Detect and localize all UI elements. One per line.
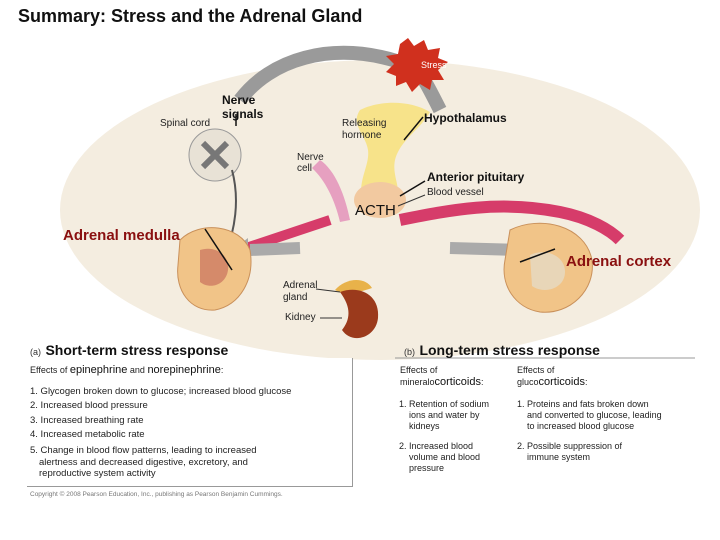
list-line: 2. Increased blood	[399, 441, 474, 451]
blood-vessel-leader	[397, 194, 426, 207]
adrenal-cortex-label: Adrenal cortex	[566, 253, 672, 270]
panel-b-col1-heading: Effects of mineralocorticoids:	[400, 364, 484, 388]
panel-a-heading: (a) Short-term stress response	[30, 342, 228, 360]
list-item: alertness and decreased digestive, excre…	[39, 456, 248, 468]
col1-head-line-1: Effects of	[400, 365, 438, 375]
anterior-pituitary-label: Anterior pituitary	[427, 170, 525, 184]
list-line: to increased blood glucose	[527, 421, 635, 431]
arrow-to-medulla	[249, 242, 301, 256]
spinal-cord-grey-matter	[200, 140, 230, 170]
col2-head-colon: :	[584, 377, 588, 387]
panel-a-box	[27, 358, 353, 487]
list-item: reproductive system activity	[39, 468, 156, 480]
effects-pre: Effects of	[30, 365, 68, 375]
blood-vessel-shape	[398, 200, 625, 245]
list-line: immune system	[527, 452, 591, 462]
nerve-cell-shape	[312, 160, 350, 222]
nerve-cell-label: Nerve cell	[297, 152, 324, 174]
panel-b-col1-list: 1. Retention of sodium ions and water by…	[399, 399, 517, 483]
col2-head-corticoids: corticoids	[538, 376, 585, 388]
panel-a-list: 1. Glycogen broken down to glucose; incr…	[30, 385, 360, 480]
panel-b-title: Long-term stress response	[419, 342, 600, 358]
releasing-hormone-line-2: hormone	[342, 130, 382, 141]
col2-head-prefix: gluco	[517, 377, 539, 387]
nerve-signals-label: Nerve signals	[222, 93, 263, 121]
list-line: 1. Retention of sodium	[399, 399, 490, 409]
hypothalamus-leader	[403, 116, 424, 141]
list-item: 4. Increased metabolic rate	[30, 429, 145, 441]
list-item: 1. Proteins and fats broken down and con…	[517, 399, 697, 432]
panel-b-col2-heading: Effects of glucocorticoids:	[517, 364, 588, 388]
list-line: 1. Proteins and fats broken down	[517, 399, 649, 409]
stress-burst	[386, 38, 448, 92]
nerve-signals-line-2: signals	[222, 107, 264, 121]
spinal-cord-label: Spinal cord	[160, 118, 211, 129]
nerve-cell-line-1: Nerve	[297, 152, 324, 163]
releasing-hormone-line-1: Releasing	[342, 118, 387, 129]
effects-and: and	[129, 365, 145, 375]
col1-head-line-2: mineralocorticoids:	[400, 376, 484, 388]
list-line: and converted to glucose, leading	[527, 410, 662, 420]
kidney-label: Kidney	[285, 312, 316, 323]
anterior-pituitary-leader	[399, 180, 426, 197]
list-line: pressure	[409, 463, 445, 473]
effects-epinephrine: epinephrine	[69, 364, 128, 376]
acth-label: ACTH	[355, 202, 396, 219]
col2-head-line-1: Effects of	[517, 365, 555, 375]
list-item: 3. Increased breathing rate	[30, 414, 144, 426]
panel-a-title: Short-term stress response	[45, 342, 229, 358]
effects-norepinephrine: norepinephrine	[147, 364, 221, 376]
effects-colon: :	[220, 365, 224, 375]
adrenal-gland-line-1: Adrenal	[283, 280, 318, 291]
copyright-text: Copyright © 2008 Pearson Education, Inc.…	[30, 491, 283, 498]
anterior-pituitary-shape	[354, 182, 406, 218]
stress-label: Stress	[421, 60, 447, 70]
medulla-core	[200, 248, 229, 286]
adrenal-cortex-leader	[519, 248, 556, 263]
panel-b-tag: (b)	[404, 347, 415, 357]
list-line: 2. Possible suppression of	[517, 441, 623, 451]
list-item: 2. Increased blood volume and blood pres…	[399, 441, 517, 474]
col1-head-corticoids: corticoids	[434, 376, 481, 388]
kidney-shape	[340, 289, 379, 339]
page-title: Summary: Stress and the Adrenal Gland	[18, 6, 363, 26]
list-item: 1. Glycogen broken down to glucose; incr…	[30, 386, 292, 397]
adrenal-gland-line-2: gland	[283, 292, 308, 303]
list-item: 5. Change in blood flow patterns, leadin…	[30, 444, 257, 456]
list-line: kidneys	[409, 421, 440, 431]
adrenal-medulla-leader	[204, 228, 233, 271]
blood-vessel-label: Blood vessel	[427, 187, 484, 198]
col1-head-prefix: mineralo	[400, 377, 435, 387]
cortex-core	[530, 252, 565, 290]
adrenal-gland-label: Adrenal gland	[283, 280, 317, 304]
list-item: 2. Possible suppression of immune system	[517, 441, 697, 463]
hypothalamus-shape	[356, 102, 430, 206]
stress-arrow-to-cord	[234, 45, 403, 105]
nerve-signals-line-1: Nerve	[222, 93, 256, 107]
panel-a-tag: (a)	[30, 347, 41, 357]
list-item: 1. Retention of sodium ions and water by…	[399, 399, 517, 432]
adrenal-gland-leader	[315, 288, 341, 293]
adrenal-gland-shape	[335, 279, 372, 294]
adrenal-medulla-label: Adrenal medulla	[63, 227, 180, 244]
releasing-hormone-label: Releasing hormone	[342, 118, 386, 142]
nerve-cell-line-2: cell	[297, 163, 313, 174]
list-item: 2. Increased blood pressure	[30, 400, 148, 412]
hypothalamus-label: Hypothalamus	[424, 111, 507, 125]
list-line: ions and water by	[409, 410, 480, 420]
col1-head-colon: :	[480, 377, 484, 387]
list-line: volume and blood	[409, 452, 481, 462]
col2-head-line-2: glucocorticoids:	[517, 376, 588, 388]
panel-b-heading: (b) Long-term stress response	[404, 342, 600, 360]
panel-b-col2-list: 1. Proteins and fats broken down and con…	[517, 399, 697, 472]
panel-a-effects: Effects of epinephrine and norepinephrin…	[30, 364, 223, 376]
